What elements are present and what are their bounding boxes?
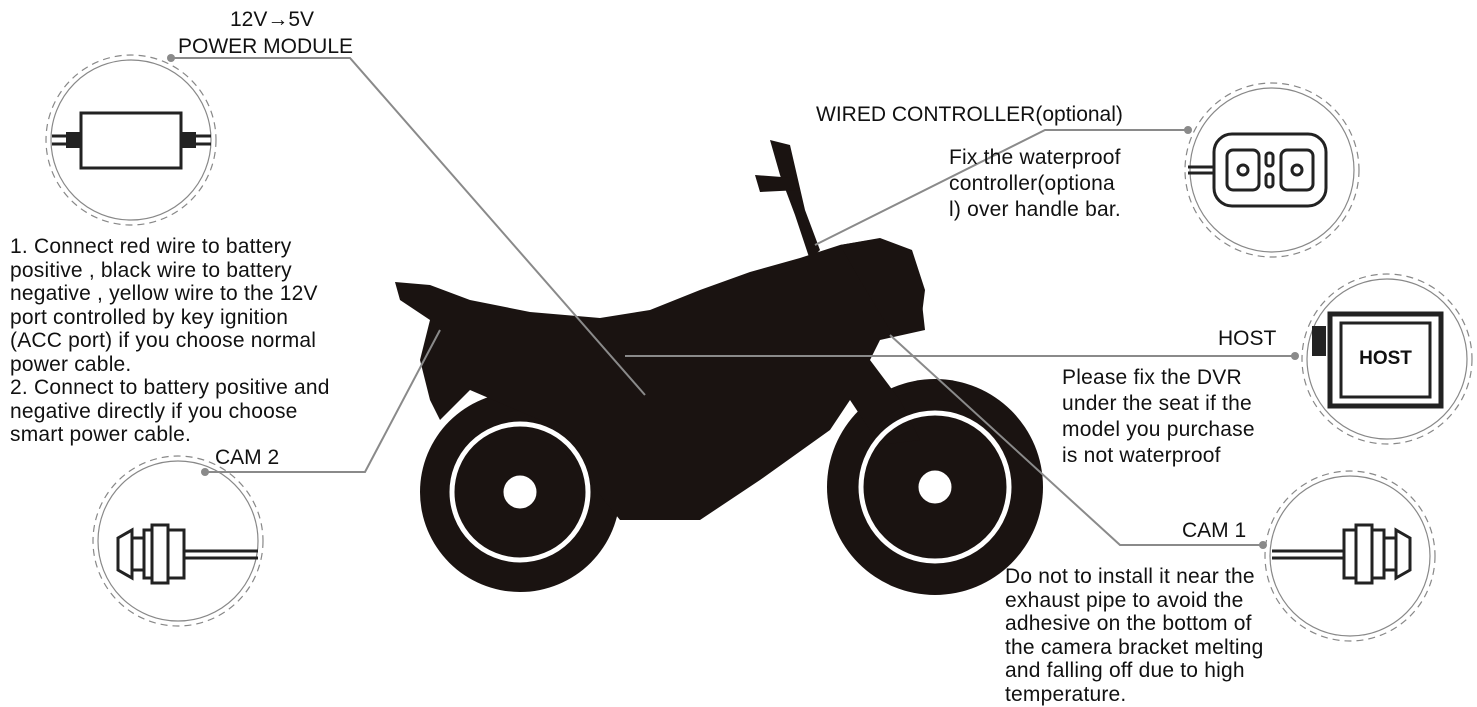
instruction-line: Please fix the DVR xyxy=(1062,366,1242,389)
instruction-line: smart power cable. xyxy=(10,423,192,446)
instruction-line: and falling off due to high xyxy=(1005,659,1245,682)
host-instructions: Please fix the DVR under the seat if the m… xyxy=(1062,365,1255,469)
instruction-line: Fix the waterproof xyxy=(949,146,1121,169)
power-module-label: POWER MODULE xyxy=(178,35,354,58)
instruction-line: power cable. xyxy=(10,352,132,376)
instruction-line: l) over handle bar. xyxy=(949,198,1121,221)
instruction-line: is not waterproof xyxy=(1062,444,1221,467)
cam1-label: CAM 1 xyxy=(1182,519,1247,542)
cam1-icon xyxy=(1272,523,1412,585)
cam2-label: CAM 2 xyxy=(215,446,280,469)
instruction-line: exhaust pipe to avoid the xyxy=(1005,588,1244,612)
motorcycle-silhouette xyxy=(395,140,1043,595)
wired-controller-instructions: Fix the waterproof controller(optiona l) o… xyxy=(949,145,1121,223)
instruction-line: 1. Connect red wire to battery xyxy=(10,235,292,258)
host-device-text: HOST xyxy=(1359,348,1412,369)
cam2-icon xyxy=(116,523,258,585)
wired-controller-icon xyxy=(1188,132,1328,208)
host-device-icon xyxy=(1312,311,1444,409)
instruction-line: negative directly if you choose xyxy=(10,399,298,423)
wired-controller-label: WIRED CONTROLLER(optional) xyxy=(816,103,1123,126)
wheel-details xyxy=(449,410,1012,564)
instruction-line: temperature. xyxy=(1005,682,1127,706)
instruction-line: (ACC port) if you choose normal xyxy=(10,329,317,352)
host-label: HOST xyxy=(1218,327,1277,350)
instruction-line: under the seat if the xyxy=(1062,392,1252,415)
power-module-icon xyxy=(52,111,211,170)
instruction-line: model you purchase xyxy=(1062,418,1255,441)
instruction-line: negative , yellow wire to the 12V xyxy=(10,282,318,305)
instruction-line: port controlled by key ignition xyxy=(10,305,289,329)
instruction-line: Do not to install it near the xyxy=(1005,565,1255,588)
instruction-line: controller(optiona xyxy=(949,172,1115,195)
leader-lines xyxy=(171,57,1295,546)
callout-circles xyxy=(45,54,1473,642)
power-module-voltage-label: 12V→5V xyxy=(230,8,315,31)
leader-dots xyxy=(167,54,1299,549)
instruction-line: adhesive on the bottom of xyxy=(1005,612,1252,635)
instruction-line: the camera bracket melting xyxy=(1005,635,1264,659)
instruction-line: positive , black wire to battery xyxy=(10,258,292,282)
instruction-line: 2. Connect to battery positive and xyxy=(10,376,330,399)
